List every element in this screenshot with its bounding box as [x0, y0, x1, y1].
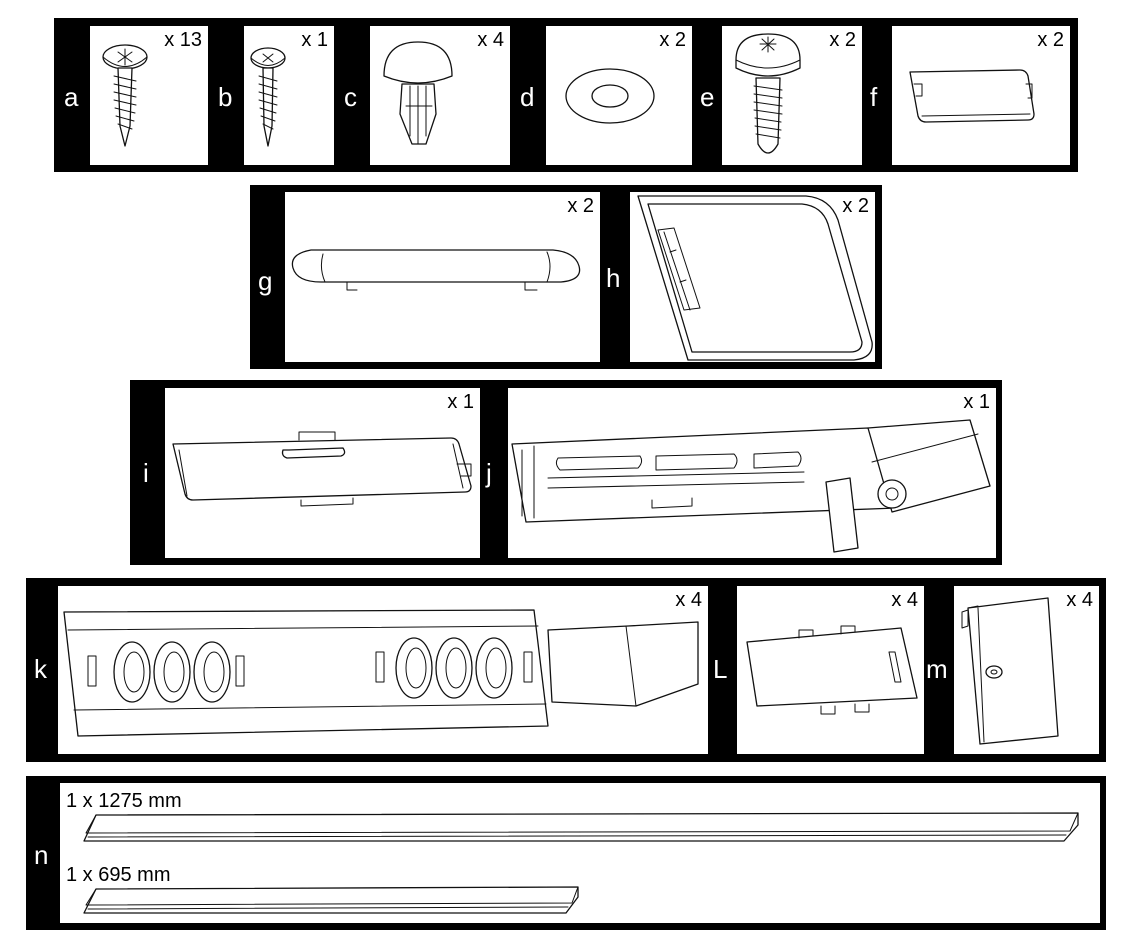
mounting-bracket-icon [508, 388, 996, 558]
part-panel-n: 1 x 1275 mm 1 x 695 mm [60, 783, 1100, 923]
part-qty-j: x 1 [963, 391, 990, 413]
part-panel-h: x 2 [630, 192, 875, 362]
cable-holder-rail-icon [58, 586, 708, 754]
part-letter-L: L [713, 654, 728, 684]
part-qty-g: x 2 [567, 195, 594, 217]
part-panel-e: x 2 [722, 26, 862, 165]
part-qty-c: x 4 [477, 29, 504, 51]
part-panel-a: x 13 [90, 26, 208, 165]
long-profile-rail-icon [60, 783, 1100, 923]
part-letter-c: c [344, 82, 357, 112]
length-label-short: 1 x 695 mm [66, 864, 171, 886]
part-qty-d: x 2 [659, 29, 686, 51]
part-qty-f: x 2 [1037, 29, 1064, 51]
clip-group-left [88, 642, 244, 702]
small-cap-icon [892, 26, 1070, 165]
push-rivet-icon [370, 26, 510, 165]
part-letter-i: i [143, 458, 149, 488]
part-letter-n: n [34, 840, 49, 870]
part-letter-f: f [870, 82, 878, 112]
small-screw-icon [244, 26, 334, 165]
part-letter-h: h [606, 263, 621, 293]
part-letter-g: g [258, 266, 273, 296]
part-letter-m: m [926, 654, 948, 684]
part-panel-k: x 4 [58, 586, 708, 754]
part-qty-L: x 4 [891, 589, 918, 611]
part-panel-i: x 1 [165, 388, 480, 558]
end-cap-strip-icon [285, 192, 600, 362]
part-letter-e: e [700, 82, 715, 112]
part-panel-c: x 4 [370, 26, 510, 165]
wood-screw-icon [90, 26, 208, 165]
part-qty-e: x 2 [829, 29, 856, 51]
part-qty-m: x 4 [1066, 589, 1093, 611]
part-panel-j: x 1 [508, 388, 996, 558]
part-panel-f: x 2 [892, 26, 1070, 165]
part-qty-h: x 2 [842, 195, 869, 217]
part-letter-d: d [520, 82, 535, 112]
part-letter-a: a [64, 82, 79, 112]
corner-frame-icon [630, 192, 875, 362]
part-letter-j: j [486, 458, 492, 488]
part-panel-b: x 1 [244, 26, 334, 165]
clip-cover-icon [737, 586, 924, 754]
part-panel-g: x 2 [285, 192, 600, 362]
part-qty-b: x 1 [301, 29, 328, 51]
length-label-long: 1 x 1275 mm [66, 790, 182, 812]
part-qty-a: x 13 [164, 29, 202, 51]
short-profile-rail-icon [60, 783, 1100, 923]
part-panel-L: x 4 [737, 586, 924, 754]
part-qty-k: x 4 [675, 589, 702, 611]
part-qty-i: x 1 [447, 391, 474, 413]
long-cover-icon [165, 388, 480, 558]
part-letter-b: b [218, 82, 233, 112]
part-panel-d: x 2 [546, 26, 692, 165]
washer-icon [546, 26, 692, 165]
machine-bolt-icon [722, 26, 862, 165]
clip-group-right [376, 638, 532, 698]
part-panel-m: x 4 [954, 586, 1099, 754]
part-letter-k: k [34, 654, 47, 684]
end-plate-icon [954, 586, 1099, 754]
